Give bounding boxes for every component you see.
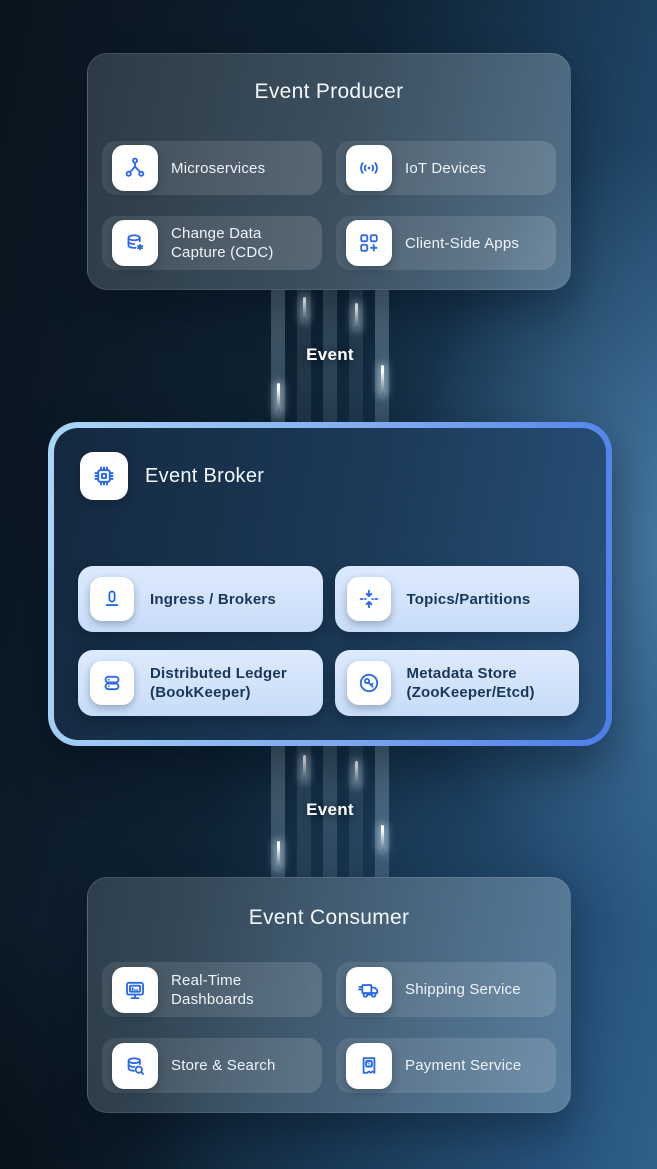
- node-change-data-capture: Change Data Capture (CDC): [102, 216, 322, 270]
- event-packet: [354, 761, 358, 786]
- node-label: IoT Devices: [405, 159, 487, 177]
- producer-title: Event Producer: [254, 80, 404, 103]
- connector-broker-to-consumer: Event: [271, 746, 389, 877]
- node-metadata-store: Metadata Store (ZooKeeper/Etcd): [334, 650, 579, 716]
- event-pipes: [271, 290, 389, 422]
- event-packet: [276, 841, 280, 869]
- svg-text:$: $: [367, 1059, 371, 1067]
- connector-producer-to-broker: Event: [271, 290, 389, 422]
- pipe: [297, 746, 311, 877]
- pipe: [375, 290, 389, 422]
- cpu-chip-icon: [80, 452, 128, 500]
- node-label: Ingress / Brokers: [150, 590, 276, 608]
- event-packet: [302, 297, 306, 321]
- producer-section: Event Producer Microservices: [87, 53, 571, 290]
- node-microservices: Microservices: [102, 141, 322, 195]
- pipe: [375, 746, 389, 877]
- node-label: Change Data Capture (CDC): [171, 225, 274, 261]
- node-label: Distributed Ledger (BookKeeper): [150, 665, 287, 701]
- producer-node-grid: Microservices IoT Devices: [102, 141, 556, 270]
- node-label: Shipping Service: [405, 981, 521, 998]
- node-label: Real-Time Dashboards: [171, 971, 254, 1008]
- pipe: [323, 290, 337, 422]
- event-pipes: [271, 746, 389, 877]
- node-client-side-apps: Client-Side Apps: [336, 216, 556, 270]
- node-shipping-service: Shipping Service: [336, 962, 556, 1017]
- log-zero-icon: [90, 577, 134, 621]
- delivery-truck-icon: [346, 966, 392, 1013]
- event-flow-label: Event: [306, 345, 354, 364]
- node-payment-service: $ Payment Service: [336, 1038, 556, 1093]
- consumer-node-grid: Real-Time Dashboards Shipping Service: [102, 962, 556, 1093]
- node-label: Payment Service: [405, 1057, 522, 1074]
- app-grid-plus-icon: [346, 220, 392, 266]
- monitor-chart-icon: [112, 966, 158, 1013]
- pipe: [297, 290, 311, 422]
- merge-arrows-icon: [346, 577, 391, 621]
- node-label: Client-Side Apps: [405, 234, 520, 252]
- consumer-title: Event Consumer: [248, 906, 410, 929]
- event-packet: [380, 825, 384, 851]
- node-ingress-brokers: Ingress / Brokers: [78, 566, 323, 632]
- node-label: Store & Search: [171, 1057, 276, 1074]
- network-share-icon: [112, 145, 158, 191]
- pipe: [323, 746, 337, 877]
- key-circle-icon: [346, 661, 391, 705]
- node-store-search: Store & Search: [102, 1038, 322, 1093]
- broker-header: Event Broker: [54, 428, 606, 500]
- signal-broadcast-icon: [346, 145, 392, 191]
- event-packet: [276, 383, 280, 413]
- node-label: Microservices: [171, 159, 266, 177]
- receipt-dollar-icon: $: [346, 1042, 392, 1089]
- broker-node-grid: Ingress / Brokers Topics/Partitions: [78, 566, 579, 716]
- pipe: [271, 746, 285, 877]
- node-label: Topics/Partitions: [406, 590, 531, 608]
- node-topics-partitions: Topics/Partitions: [334, 566, 579, 632]
- stacked-ledger-icon: [90, 661, 134, 705]
- pipe: [349, 746, 363, 877]
- consumer-section: Event Consumer Real-Time Dashboards: [87, 877, 571, 1113]
- node-realtime-dashboards: Real-Time Dashboards: [102, 962, 322, 1017]
- event-packet: [354, 303, 358, 329]
- node-distributed-ledger: Distributed Ledger (BookKeeper): [78, 650, 323, 716]
- node-iot-devices: IoT Devices: [336, 141, 556, 195]
- pipe: [271, 290, 285, 422]
- node-label: Metadata Store (ZooKeeper/Etcd): [406, 665, 535, 701]
- broker-title: Event Broker: [145, 464, 265, 487]
- event-packet: [380, 365, 384, 395]
- database-gear-icon: [112, 220, 158, 266]
- event-packet: [302, 755, 306, 781]
- event-flow-label: Event: [306, 800, 354, 819]
- pipe: [349, 290, 363, 422]
- broker-panel: Event Broker Ingress / Brokers: [54, 428, 606, 740]
- broker-section: Event Broker Ingress / Brokers: [48, 422, 612, 746]
- database-search-icon: [112, 1042, 158, 1089]
